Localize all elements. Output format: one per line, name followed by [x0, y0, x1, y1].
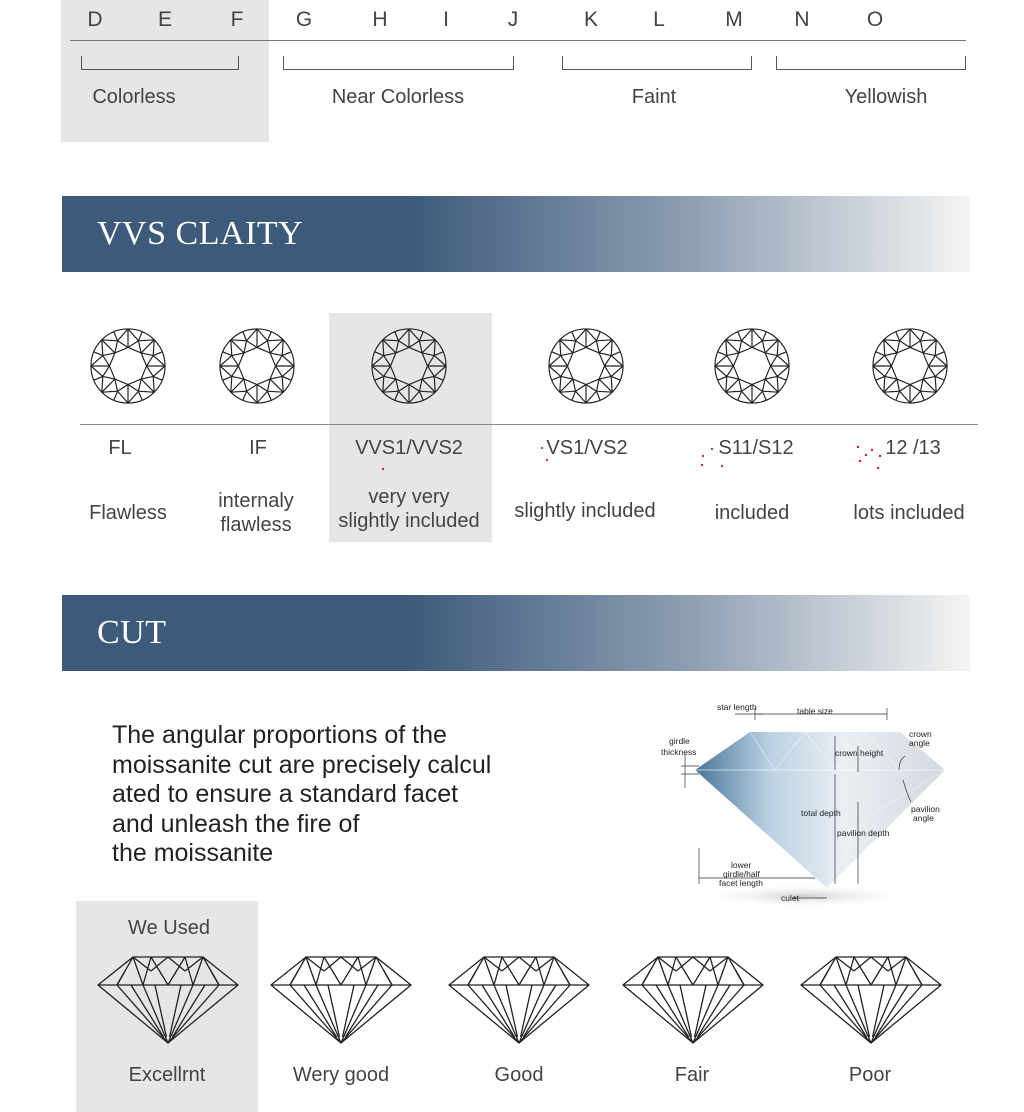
group-label-yellowish: Yellowish	[844, 86, 928, 108]
clarity-code-vvs: VVS1/VVS2	[355, 437, 463, 459]
label-pavilion-angle: pavilion	[911, 804, 940, 814]
clarity-code-vs: VS1/VS2	[546, 437, 628, 459]
clarity-banner: VVS CLAITY	[62, 196, 970, 272]
side-diamond-icon	[622, 956, 764, 1044]
label-lower-girdle: girdle/half	[723, 869, 760, 879]
clarity-desc-i: lots included	[853, 502, 965, 524]
label-girdle-thickness: girdle	[669, 736, 690, 746]
color-grade-d: D	[87, 8, 103, 31]
inclusion-dot	[701, 454, 705, 458]
label-crown-height: crown height	[835, 748, 884, 758]
round-diamond-icon	[90, 328, 166, 404]
inclusion-dot	[540, 446, 544, 450]
round-diamond-icon	[548, 328, 624, 404]
cut-description-line: and unleash the fire of	[112, 809, 360, 838]
clarity-desc-vvs-line: slightly included	[338, 510, 480, 532]
cut-banner: CUT	[62, 595, 970, 671]
inclusion-dot	[870, 448, 874, 452]
clarity-title: VVS CLAITY	[97, 215, 304, 252]
label-crown-angle: crown	[909, 729, 932, 739]
clarity-code-fl: FL	[108, 437, 132, 459]
cut-description-line: the moissanite	[112, 839, 274, 867]
label-pavilion-angle: angle	[913, 813, 934, 823]
color-grade-f: F	[230, 8, 244, 31]
side-diamond-icon	[448, 956, 590, 1044]
clarity-desc-fl: Flawless	[89, 502, 167, 524]
side-diamond-icon	[270, 956, 412, 1044]
faint-bracket	[562, 56, 752, 70]
cut-grade-excellent: Excellrnt	[128, 1064, 206, 1086]
inclusion-dot	[858, 459, 862, 463]
cut-description-line: The angular proportions of the	[112, 721, 447, 749]
color-scale-rule	[70, 40, 966, 41]
color-grade-g: G	[295, 8, 313, 31]
clarity-desc-vvs: very very slightly included	[338, 485, 479, 533]
clarity-code-if: IF	[249, 437, 267, 459]
round-diamond-icon	[219, 328, 295, 404]
clarity-desc-if-line: flawless	[220, 514, 292, 536]
color-grade-k: K	[583, 8, 599, 31]
round-diamond-icon	[371, 328, 447, 404]
yellowish-bracket	[776, 56, 966, 70]
clarity-desc-if-line: internaly	[218, 490, 294, 512]
inclusion-dot	[720, 464, 724, 468]
cut-description-line: ated to ensure a standard facet	[112, 780, 459, 808]
group-label-colorless: Colorless	[92, 86, 176, 108]
cut-title: CUT	[97, 614, 167, 651]
cut-grade-fair: Fair	[674, 1064, 710, 1086]
inclusion-dot	[878, 454, 882, 458]
color-grade-n: N	[794, 8, 810, 31]
clarity-code-i: 12 /13	[885, 437, 941, 459]
clarity-desc-vs: slightly included	[514, 500, 656, 522]
cut-grade-very-good: Wery good	[292, 1064, 390, 1086]
label-total-depth: total depth	[801, 808, 841, 818]
label-culet: culet	[781, 893, 800, 903]
label-lower-girdle: facet length	[719, 878, 763, 888]
cut-description-line: moissanite cut are precisely calcul	[112, 750, 492, 779]
label-lower-girdle: lower	[731, 860, 751, 870]
cut-grade-good: Good	[494, 1064, 544, 1086]
clarity-rule	[80, 424, 978, 425]
diamond-proportions-diagram: star length table size girdle thickness …	[661, 702, 946, 908]
inclusion-dot	[876, 466, 880, 470]
colorless-highlight	[61, 0, 269, 142]
label-pavilion-depth: pavilion depth	[837, 828, 890, 838]
inclusion-dot	[710, 447, 714, 451]
clarity-selected-highlight	[329, 313, 492, 542]
round-diamond-icon	[872, 328, 948, 404]
inclusion-dot	[856, 445, 860, 449]
label-crown-angle: angle	[909, 738, 930, 748]
label-table-size: table size	[797, 706, 833, 716]
side-diamond-icon	[97, 956, 239, 1044]
color-grade-o: O	[866, 8, 884, 31]
gem-body	[695, 732, 945, 888]
color-grade-j: J	[507, 8, 519, 31]
clarity-code-si: S11/S12	[718, 437, 794, 459]
cut-grade-poor: Poor	[848, 1064, 892, 1086]
inclusion-dot	[700, 463, 704, 467]
label-star-length: star length	[717, 702, 757, 712]
clarity-desc-vvs-line: very very	[368, 486, 450, 508]
color-grade-m: M	[725, 8, 743, 31]
side-diamond-icon	[800, 956, 942, 1044]
we-used-label: We Used	[128, 917, 210, 939]
near-colorless-bracket	[283, 56, 514, 70]
group-label-near-colorless: Near Colorless	[331, 86, 465, 108]
round-diamond-icon	[714, 328, 790, 404]
color-grade-e: E	[157, 8, 173, 31]
clarity-desc-si: included	[714, 502, 790, 524]
color-grade-i: I	[443, 8, 449, 31]
clarity-desc-if: internaly flawless	[218, 489, 294, 537]
cut-description: The angular proportions of the moissanit…	[112, 721, 542, 869]
color-grade-h: H	[372, 8, 388, 31]
inclusion-dot	[864, 453, 868, 457]
colorless-bracket	[81, 56, 239, 70]
color-grade-l: L	[653, 8, 665, 31]
group-label-faint: Faint	[631, 86, 677, 108]
label-girdle-thickness: thickness	[661, 747, 696, 757]
cut-selected-highlight	[76, 901, 258, 1112]
